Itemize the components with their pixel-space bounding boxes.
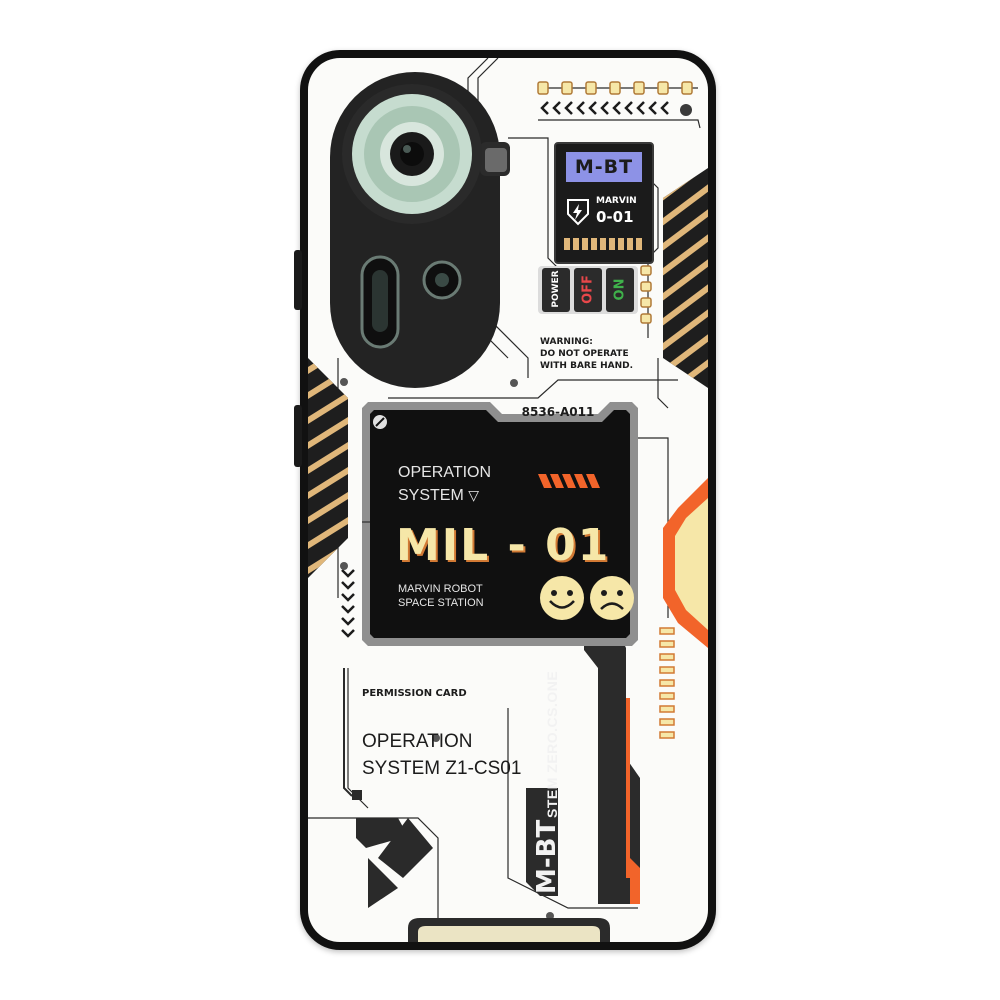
power-switch: POWER — [542, 268, 570, 312]
switch-panel: POWER OFF ON — [538, 266, 638, 314]
camera-module — [330, 72, 510, 392]
screen-subtitle-line-2: SPACE STATION — [398, 597, 484, 609]
permission-line-2: SYSTEM Z1-CS01 — [362, 758, 522, 779]
screen-subtitle: MARVIN ROBOT SPACE STATION — [398, 582, 484, 610]
circuit-artwork — [308, 58, 708, 942]
case-back-print: M-BT MARVIN 0-01 POWER OFF ON WARNING: D… — [308, 58, 708, 942]
permission-title: OPERATION SYSTEM Z1-CS01 — [362, 728, 521, 782]
off-switch: OFF — [574, 268, 602, 312]
permission-line-1: OPERATION — [362, 731, 473, 752]
model-name: MIL - 01 — [396, 520, 611, 571]
camera-lens-icon — [394, 146, 430, 182]
screen-subtitle-line-1: MARVIN ROBOT — [398, 583, 483, 595]
smiley-happy-icon — [540, 576, 584, 620]
volume-button — [294, 250, 302, 310]
triangle-icon: ▽ — [468, 487, 480, 503]
warning-line-2: DO NOT OPERATE — [540, 349, 629, 359]
power-label: POWER — [551, 270, 561, 308]
bottom-badge: M-BT — [532, 819, 562, 894]
screen-title-line-2: SYSTEM ▽ — [398, 484, 491, 507]
chevron-down-icon — [341, 569, 355, 638]
screen-title-line-2-text: SYSTEM — [398, 487, 464, 504]
off-label: OFF — [580, 275, 596, 304]
screen-code: 8536-A011 — [521, 405, 595, 419]
lightning-shield-icon — [567, 199, 589, 226]
permission-label: PERMISSION CARD — [362, 688, 467, 699]
indicator-bar — [564, 238, 642, 250]
marvin-label: MARVIN — [596, 196, 637, 206]
warning-line-3: WITH BARE HAND. — [540, 361, 634, 371]
screen-title: OPERATION SYSTEM ▽ — [398, 462, 491, 507]
on-switch: ON — [606, 268, 634, 312]
smiley-sad-icon — [590, 576, 634, 620]
on-label: ON — [612, 278, 628, 301]
main-display: 8536-A011 OPERATION SYSTEM ▽ MIL - 01 MA… — [362, 402, 638, 646]
side-button — [294, 405, 302, 467]
marvin-code: 0-01 — [596, 208, 634, 226]
warning-text: WARNING: DO NOT OPERATE WITH BARE HAND. — [540, 336, 633, 372]
mbt-label-panel: M-BT MARVIN 0-01 — [554, 142, 654, 264]
warning-line-1: WARNING: — [540, 337, 593, 347]
mbt-label: M-BT — [566, 152, 642, 182]
screen-title-line-1: OPERATION — [398, 464, 492, 481]
